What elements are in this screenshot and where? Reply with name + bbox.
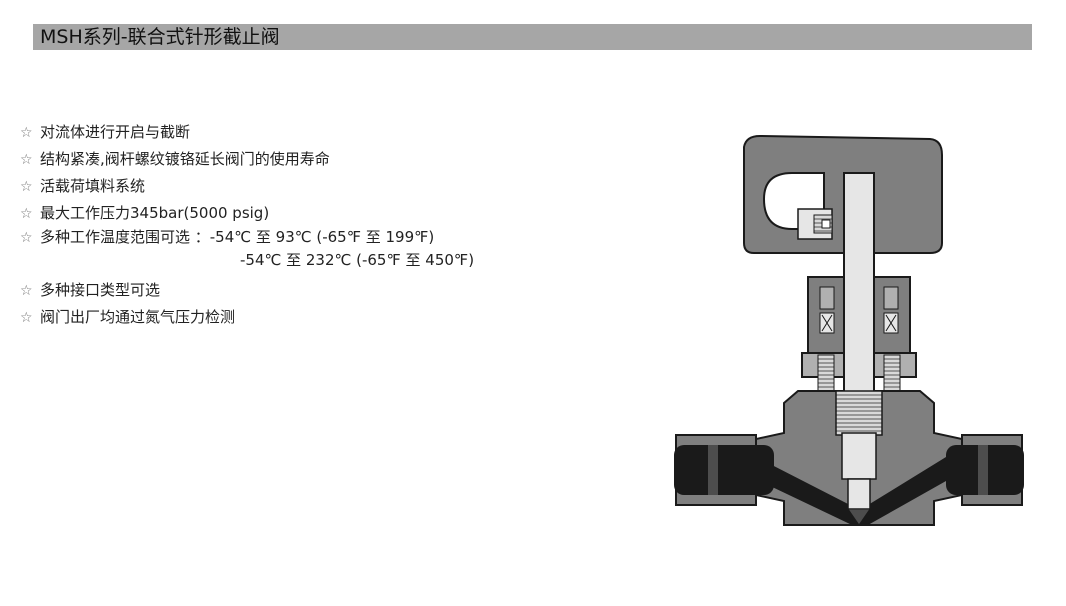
feature-text: 对流体进行开启与截断 <box>40 123 191 141</box>
star-icon: ☆ <box>20 230 33 246</box>
feature-item: ☆ 多种接口类型可选 <box>20 277 580 304</box>
star-icon: ☆ <box>20 310 33 326</box>
feature-text: 最大工作压力345bar(5000 psig) <box>40 204 270 222</box>
valve-cross-section-diagram <box>674 134 1024 526</box>
feature-item: ☆ 活载荷填料系统 <box>20 173 580 200</box>
feature-text: 多种工作温度范围可选 ：-54℃ 至 93℃ (-65℉ 至 199℉) <box>40 228 435 246</box>
page-title: MSH系列-联合式针形截止阀 <box>40 26 280 48</box>
feature-text: 多种接口类型可选 <box>40 281 161 299</box>
feature-text: 结构紧凑,阀杆螺纹镀铬延长阀门的使用寿命 <box>40 150 330 168</box>
valve-stem <box>835 172 883 526</box>
feature-item: ☆ 阀门出厂均通过氮气压力检测 <box>20 304 580 331</box>
title-bar: MSH系列-联合式针形截止阀 <box>33 24 1032 50</box>
feature-item: ☆ 多种工作温度范围可选 ：-54℃ 至 93℃ (-65℉ 至 199℉) <box>20 227 580 248</box>
star-icon: ☆ <box>20 283 33 299</box>
feature-list: ☆ 对流体进行开启与截断 ☆ 结构紧凑,阀杆螺纹镀铬延长阀门的使用寿命 ☆ 活载荷填料… <box>20 119 580 331</box>
star-icon: ☆ <box>20 125 33 141</box>
feature-item: ☆ 最大工作压力345bar(5000 psig) <box>20 200 580 227</box>
valve-body <box>674 390 1024 526</box>
feature-item: ☆ 结构紧凑,阀杆螺纹镀铬延长阀门的使用寿命 <box>20 146 580 173</box>
feature-text: 阀门出厂均通过氮气压力检测 <box>40 308 236 326</box>
feature-text: 活载荷填料系统 <box>40 177 146 195</box>
temp-range-continuation: -54℃ 至 232℃ (-65℉ 至 450℉) <box>240 251 475 269</box>
feature-item: ☆ 对流体进行开启与截断 <box>20 119 580 146</box>
star-icon: ☆ <box>20 179 33 195</box>
star-icon: ☆ <box>20 206 33 222</box>
star-icon: ☆ <box>20 152 33 168</box>
